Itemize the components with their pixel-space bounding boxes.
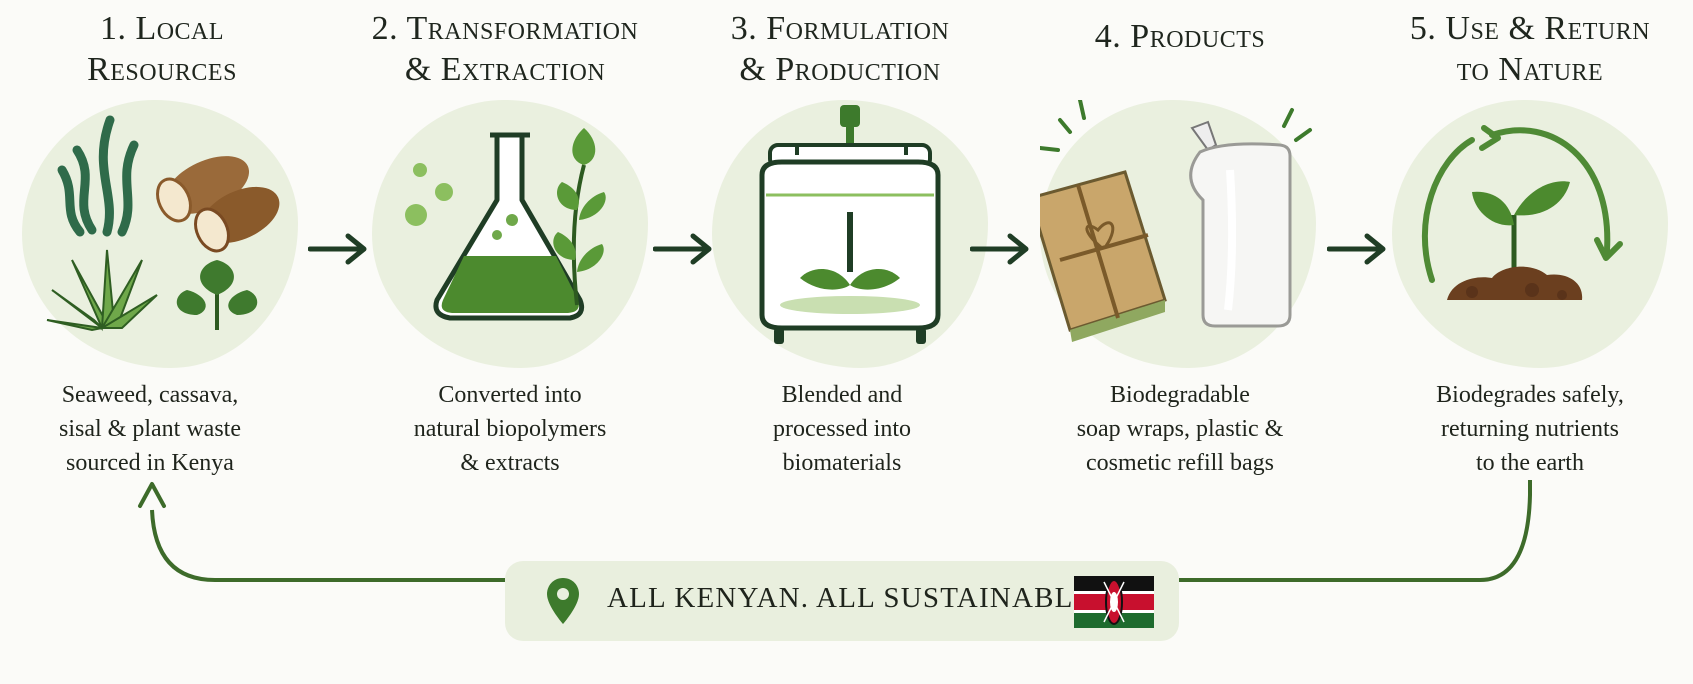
sparkle-icon	[1040, 100, 1312, 152]
step-1-description: Seaweed, cassava, sisal & plant waste so…	[0, 378, 300, 480]
step-1-title-line-2: Resources	[87, 51, 237, 88]
step-3-description: Blended and processed into biomaterials	[692, 378, 992, 480]
bubbles-icon	[405, 163, 453, 226]
step-1-desc-line-2: sisal & plant waste	[59, 416, 241, 442]
arrow-right-icon	[308, 233, 367, 265]
sprout-icon	[1472, 181, 1570, 275]
step-1-desc-line-3: sourced in Kenya	[66, 450, 234, 476]
step-3-title-line-2: & Production	[739, 51, 941, 88]
step-4-desc-line-2: soap wraps, plastic &	[1076, 416, 1284, 442]
step-4-desc-line-1: Biodegradable	[1110, 382, 1250, 408]
soil-icon	[1447, 266, 1583, 300]
sisal-icon	[46, 249, 158, 332]
arrow-right-icon	[653, 233, 712, 265]
step-2-title-line-2: & Extraction	[404, 51, 606, 88]
step-1-title-line-1: 1. Local	[99, 10, 225, 47]
step-1-desc-line-1: Seaweed, cassava,	[61, 382, 239, 408]
kenya-flag-icon	[1074, 576, 1154, 628]
arrow-right-icon	[1327, 233, 1386, 265]
step-4-desc-line-3: cosmetic refill bags	[1086, 450, 1274, 476]
step-3-desc-line-3: biomaterials	[782, 450, 902, 476]
location-pin-icon	[547, 578, 579, 624]
seaweed-icon	[57, 115, 139, 237]
leafy-branch-icon	[553, 128, 606, 306]
step-2-description: Converted into natural biopolymers & ext…	[360, 378, 660, 480]
sustainability-banner	[505, 561, 1179, 641]
step-5-description: Biodegrades safely, returning nutrients …	[1380, 378, 1680, 480]
step-5-background	[1392, 100, 1668, 368]
local-resources-illustration	[46, 115, 280, 332]
arrow-right-icon	[970, 233, 1029, 265]
soap-bar-icon	[1040, 170, 1167, 342]
step-2-desc-line-1: Converted into	[438, 382, 582, 408]
step-5-desc-line-3: to the earth	[1476, 450, 1584, 476]
production-tank-illustration	[759, 105, 941, 344]
banner-text: ALL KENYAN. ALL SUSTAINABLE.	[607, 582, 1101, 614]
step-5-desc-line-1: Biodegrades safely,	[1436, 382, 1624, 408]
transformation-illustration	[405, 128, 606, 321]
plant-leaf-icon	[176, 260, 258, 330]
return-loop-arrow	[138, 480, 1532, 582]
step-5-desc-line-2: returning nutrients	[1441, 416, 1619, 442]
bioreactor-tank-icon	[759, 105, 941, 344]
step-5-title-line-1: 5. Use & Return	[1409, 10, 1651, 47]
step-5-title-line-2: to Nature	[1456, 51, 1604, 88]
step-2-title-line-1: 2. Transformation	[371, 10, 639, 47]
step-2-desc-line-2: natural biopolymers	[413, 416, 607, 442]
return-to-nature-illustration	[1421, 125, 1623, 300]
cycle-arrows-icon	[1421, 125, 1623, 283]
step-3-title-line-1: 3. Formulation	[730, 10, 950, 47]
step-3-desc-line-2: processed into	[773, 416, 911, 442]
cassava-icon	[156, 156, 280, 253]
step-4-title-line-1: 4. Products	[1094, 18, 1266, 55]
refill-bag-icon	[1189, 120, 1292, 328]
step-4-description: Biodegradable soap wraps, plastic & cosm…	[1030, 378, 1330, 480]
step-3-desc-line-1: Blended and	[781, 382, 903, 408]
flask-icon	[433, 132, 585, 321]
products-illustration	[1040, 100, 1312, 342]
step-2-desc-line-3: & extracts	[460, 450, 560, 476]
